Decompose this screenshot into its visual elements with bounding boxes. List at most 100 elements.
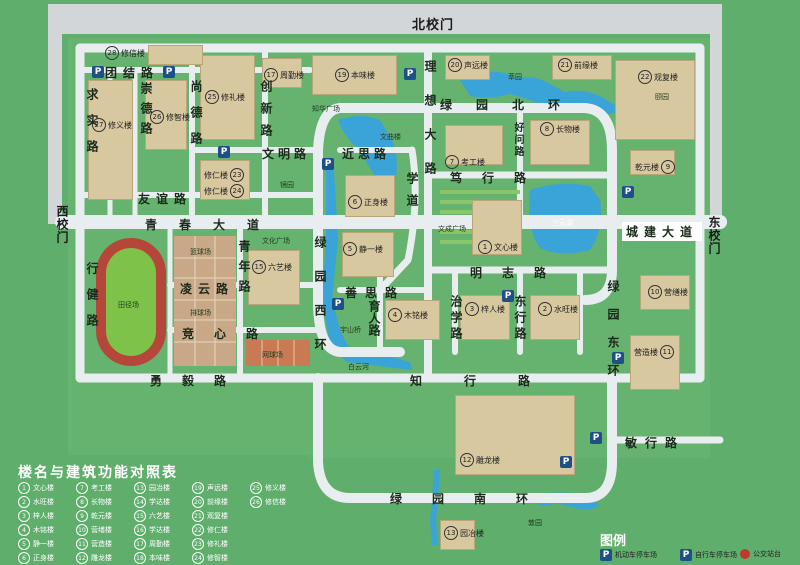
parking-icon[interactable]: P	[163, 66, 175, 78]
west-gate-label[interactable]: 西校门	[55, 205, 69, 244]
area-wencheng-square: 文成广场	[438, 225, 466, 233]
legend-item-number: 12	[76, 552, 88, 564]
legend-item-number: 1	[18, 482, 30, 494]
legend-item-name: 营造楼	[91, 540, 112, 548]
road-yongyi: 勇毅路	[150, 374, 247, 388]
legend-item-name: 本味楼	[149, 554, 170, 562]
road-tuanjie: 团结路	[105, 66, 160, 80]
legend-item-number: 18	[134, 552, 146, 564]
parking-icon[interactable]: P	[404, 68, 416, 80]
road-youyi: 友谊路	[138, 192, 193, 206]
road-jingxin: 竞心路	[182, 327, 279, 341]
parking-icon[interactable]: P	[502, 290, 514, 302]
road-dudu: 笃行路	[450, 171, 547, 185]
legend-item-name: 雕龙楼	[91, 554, 112, 562]
road-luyuan-north: 绿园北环	[440, 98, 585, 112]
road-qingnian: 青年路	[237, 240, 251, 300]
parking-icon[interactable]: P	[322, 158, 334, 170]
area-tennis: 网球场	[262, 351, 283, 359]
legend-item-name: 园冶楼	[149, 484, 170, 492]
road-shansi: 善思路	[345, 286, 406, 300]
legend-car-parking: P 机动车停车场	[600, 549, 657, 561]
building-27[interactable]	[88, 80, 133, 200]
building-15[interactable]	[248, 250, 300, 305]
legend-item-number: 2	[18, 496, 30, 508]
road-qiushi: 求实路	[85, 88, 99, 166]
legend-item-name: 梓人楼	[33, 512, 54, 520]
road-zhixue: 治学路	[449, 295, 463, 343]
legend-bus-stop: 公交站台	[740, 549, 781, 559]
legend-item-name: 周勤楼	[149, 540, 170, 548]
area-basketball: 篮球场	[190, 248, 211, 256]
car-parking-icon: P	[600, 549, 612, 561]
legend-item-number: 6	[18, 552, 30, 564]
road-wenming: 文明路	[262, 147, 311, 161]
legend-item-number: 4	[18, 524, 30, 536]
parking-icon[interactable]: P	[218, 146, 230, 158]
area-stadium: 田径场	[118, 301, 139, 309]
area-jingyuan: 镜园	[280, 181, 294, 189]
road-luyuan-east: 绿园东环	[606, 280, 620, 392]
legend-item-number: 7	[76, 482, 88, 494]
parking-icon[interactable]: P	[560, 456, 572, 468]
legend-item-name: 长物楼	[91, 498, 112, 506]
legend-item-name: 前缘楼	[207, 498, 228, 506]
area-zhihua-square: 知华广场	[312, 105, 340, 113]
building-12[interactable]	[455, 395, 575, 475]
parking-icon[interactable]: P	[622, 186, 634, 198]
road-qingchun: 青春大道	[145, 218, 282, 232]
area-yushan-bridge: 宇山桥	[340, 326, 361, 334]
road-chuangxin: 创新路	[259, 80, 273, 146]
building-22[interactable]	[615, 60, 695, 140]
north-gate-label[interactable]: 北校门	[412, 18, 455, 33]
legend-item-name: 木铭楼	[33, 526, 54, 534]
building-11[interactable]	[630, 335, 680, 390]
parking-icon[interactable]: P	[590, 432, 602, 444]
legend-item-number: 15	[134, 510, 146, 522]
building-19[interactable]	[312, 55, 397, 95]
east-gate-label[interactable]: 东校门	[707, 216, 721, 255]
building-2[interactable]	[530, 295, 580, 340]
parking-icon[interactable]: P	[332, 298, 344, 310]
road-luyuan-west: 绿园西环	[313, 236, 327, 372]
road-haowen: 好问路	[512, 122, 523, 158]
legend-item-name: 正身楼	[33, 554, 54, 562]
parking-icon[interactable]: P	[612, 352, 624, 364]
area-baiyun-river: 白云河	[348, 363, 369, 371]
map-legend-title: 图例	[600, 534, 627, 549]
parking-icon[interactable]: P	[92, 66, 104, 78]
legend-item-number: 5	[18, 538, 30, 550]
legend-item-number: 19	[192, 482, 204, 494]
bike-parking-icon: P	[680, 549, 692, 561]
building-7[interactable]	[445, 125, 503, 165]
building-28[interactable]	[148, 45, 203, 65]
road-minxing: 敏行路	[625, 436, 686, 450]
bus-stop-icon	[740, 549, 750, 559]
legend-item-name: 考工楼	[91, 484, 112, 492]
